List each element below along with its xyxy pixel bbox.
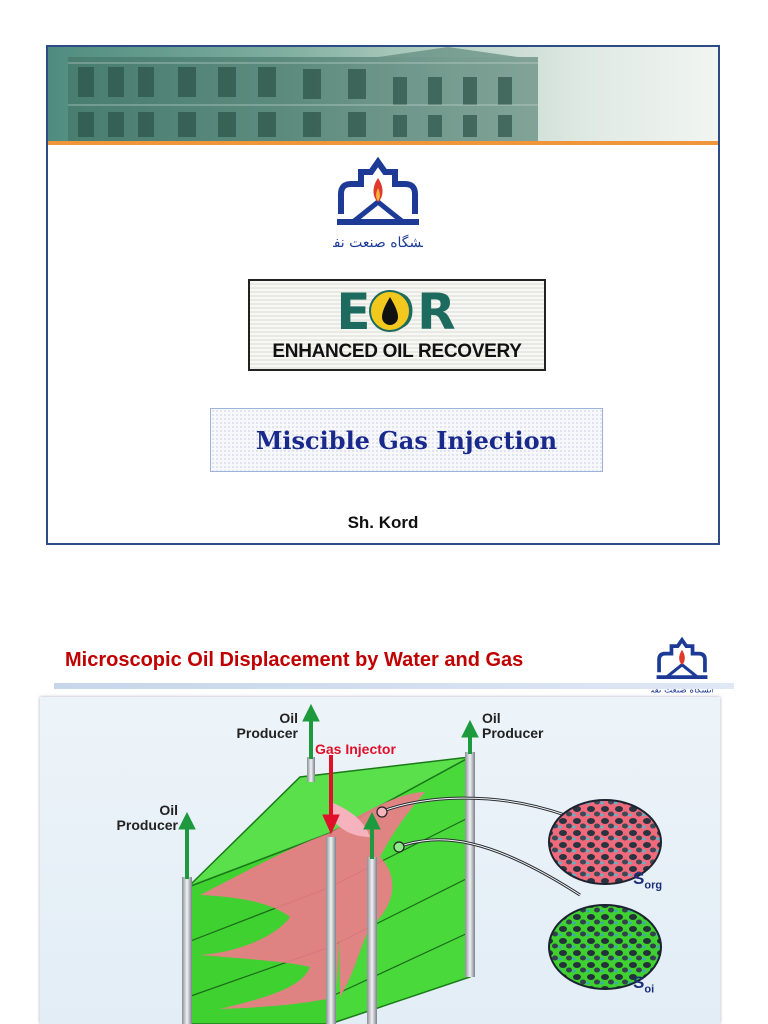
title-slide: دانشگاه صنعت نفت EOR ENHANCED OIL RECOVE…: [46, 45, 720, 545]
logo-caption: دانشگاه صنعت نفت: [333, 234, 423, 251]
gas-plume: [200, 833, 339, 1009]
heading-divider: [54, 683, 734, 689]
eor-logo-subtitle: ENHANCED OIL RECOVERY: [272, 341, 522, 362]
slide-title-box: Miscible Gas Injection: [210, 408, 603, 472]
label-oil-producer-right: Oil Producer: [482, 710, 544, 741]
university-logo: دانشگاه صنعت نفت: [333, 156, 423, 251]
slide-title: Miscible Gas Injection: [255, 425, 558, 455]
well-right: [465, 752, 475, 977]
label-gas-injector: Gas Injector: [315, 741, 396, 757]
eor-logo: EOR ENHANCED OIL RECOVERY: [248, 279, 546, 371]
reservoir-diagram: Oil Producer Gas Injector Oil Producer O…: [40, 697, 720, 1024]
label-sorg: Sorg: [633, 869, 663, 892]
university-building-banner: [48, 47, 718, 143]
author-name: Sh. Kord: [347, 513, 419, 532]
pore-scale-initial-oil: [548, 904, 662, 990]
well-left: [182, 877, 192, 1024]
reservoir-illustration: [178, 703, 662, 1024]
slide-heading: Microscopic Oil Displacement by Water an…: [65, 649, 524, 671]
well-center-left: [326, 837, 336, 1024]
orange-divider: [48, 141, 718, 145]
oil-drop-icon: [369, 290, 411, 332]
diagram-slide: Microscopic Oil Displacement by Water an…: [34, 631, 734, 1024]
label-oil-producer-top: Oil Producer: [236, 710, 298, 741]
well-center-right: [367, 857, 377, 1024]
pore-scale-residual-oil: [548, 799, 662, 885]
building-illustration: [68, 47, 538, 143]
label-soi: Soi: [633, 973, 655, 996]
label-oil-producer-left: Oil Producer: [116, 802, 178, 833]
